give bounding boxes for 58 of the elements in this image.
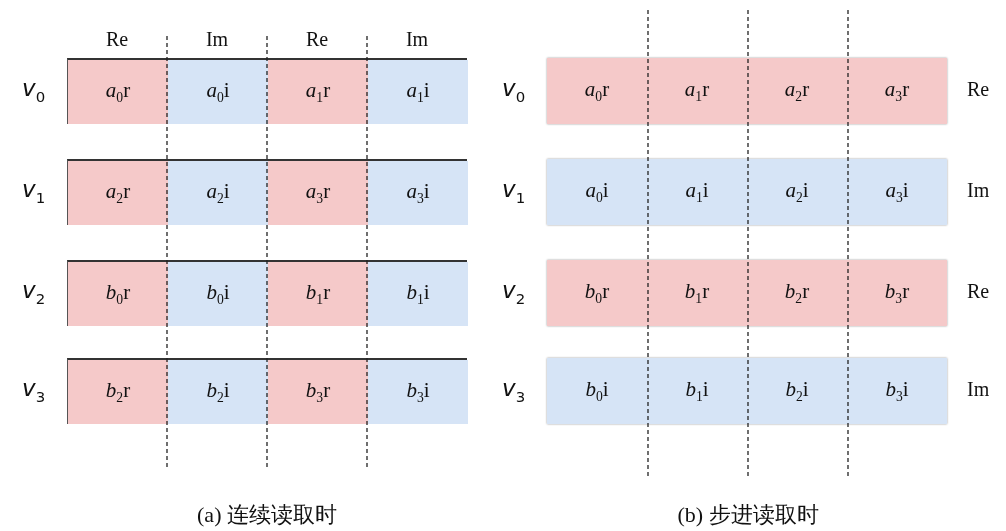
column-header: Re bbox=[305, 28, 329, 51]
register-row bbox=[547, 58, 947, 124]
part-label: Re bbox=[967, 78, 990, 101]
register-row bbox=[547, 358, 947, 424]
imag-part-cell: b$_{1}$i bbox=[368, 262, 468, 326]
register-label: v$_{3}$ bbox=[502, 375, 526, 406]
real-part-cell: b$_{2}$r bbox=[747, 260, 847, 326]
imag-part-cell: a$_{1}$i bbox=[368, 60, 468, 124]
real-part-cell: b$_{3}$r bbox=[847, 260, 947, 326]
real-part-cell: b$_{2}$r bbox=[68, 360, 168, 424]
panel-caption: (b) 步进读取时 bbox=[677, 501, 819, 529]
real-part-cell: b$_{1}$r bbox=[647, 260, 747, 326]
column-header: Im bbox=[205, 28, 229, 51]
imag-part-cell: b$_{0}$i bbox=[547, 358, 647, 424]
column-header: Im bbox=[405, 28, 429, 51]
register-row bbox=[547, 159, 947, 225]
real-part-cell: a$_{2}$r bbox=[747, 58, 847, 124]
imag-part-cell: a$_{2}$i bbox=[747, 159, 847, 225]
register-label: v$_{1}$ bbox=[502, 176, 526, 207]
register-label: v$_{3}$ bbox=[22, 375, 46, 406]
register-label: v$_{2}$ bbox=[502, 277, 526, 308]
real-part-cell: a$_{0}$r bbox=[68, 60, 168, 124]
imag-part-cell: a$_{0}$i bbox=[547, 159, 647, 225]
real-part-cell: a$_{0}$r bbox=[547, 58, 647, 124]
imag-part-cell: b$_{3}$i bbox=[847, 358, 947, 424]
real-part-cell: a$_{3}$r bbox=[847, 58, 947, 124]
imag-part-cell: a$_{1}$i bbox=[647, 159, 747, 225]
imag-part-cell: b$_{0}$i bbox=[168, 262, 268, 326]
imag-part-cell: b$_{2}$i bbox=[747, 358, 847, 424]
register-label: v$_{0}$ bbox=[502, 75, 526, 106]
register-row bbox=[67, 58, 467, 124]
register-row bbox=[67, 159, 467, 225]
imag-part-cell: a$_{2}$i bbox=[168, 161, 268, 225]
real-part-cell: b$_{3}$r bbox=[268, 360, 368, 424]
panel-caption: (a) 连续读取时 bbox=[197, 501, 337, 529]
register-label: v$_{0}$ bbox=[22, 75, 46, 106]
imag-part-cell: b$_{3}$i bbox=[368, 360, 468, 424]
imag-part-cell: a$_{0}$i bbox=[168, 60, 268, 124]
register-row bbox=[67, 358, 467, 424]
imag-part-cell: a$_{3}$i bbox=[847, 159, 947, 225]
part-label: Im bbox=[967, 378, 990, 401]
part-label: Im bbox=[967, 179, 990, 202]
imag-part-cell: a$_{3}$i bbox=[368, 161, 468, 225]
part-label: Re bbox=[967, 280, 990, 303]
real-part-cell: a$_{2}$r bbox=[68, 161, 168, 225]
imag-part-cell: b$_{2}$i bbox=[168, 360, 268, 424]
register-row bbox=[67, 260, 467, 326]
real-part-cell: a$_{1}$r bbox=[268, 60, 368, 124]
real-part-cell: b$_{0}$r bbox=[68, 262, 168, 326]
register-label: v$_{2}$ bbox=[22, 277, 46, 308]
column-header: Re bbox=[105, 28, 129, 51]
register-label: v$_{1}$ bbox=[22, 176, 46, 207]
real-part-cell: a$_{1}$r bbox=[647, 58, 747, 124]
register-row bbox=[547, 260, 947, 326]
real-part-cell: b$_{1}$r bbox=[268, 262, 368, 326]
real-part-cell: a$_{3}$r bbox=[268, 161, 368, 225]
real-part-cell: b$_{0}$r bbox=[547, 260, 647, 326]
imag-part-cell: b$_{1}$i bbox=[647, 358, 747, 424]
